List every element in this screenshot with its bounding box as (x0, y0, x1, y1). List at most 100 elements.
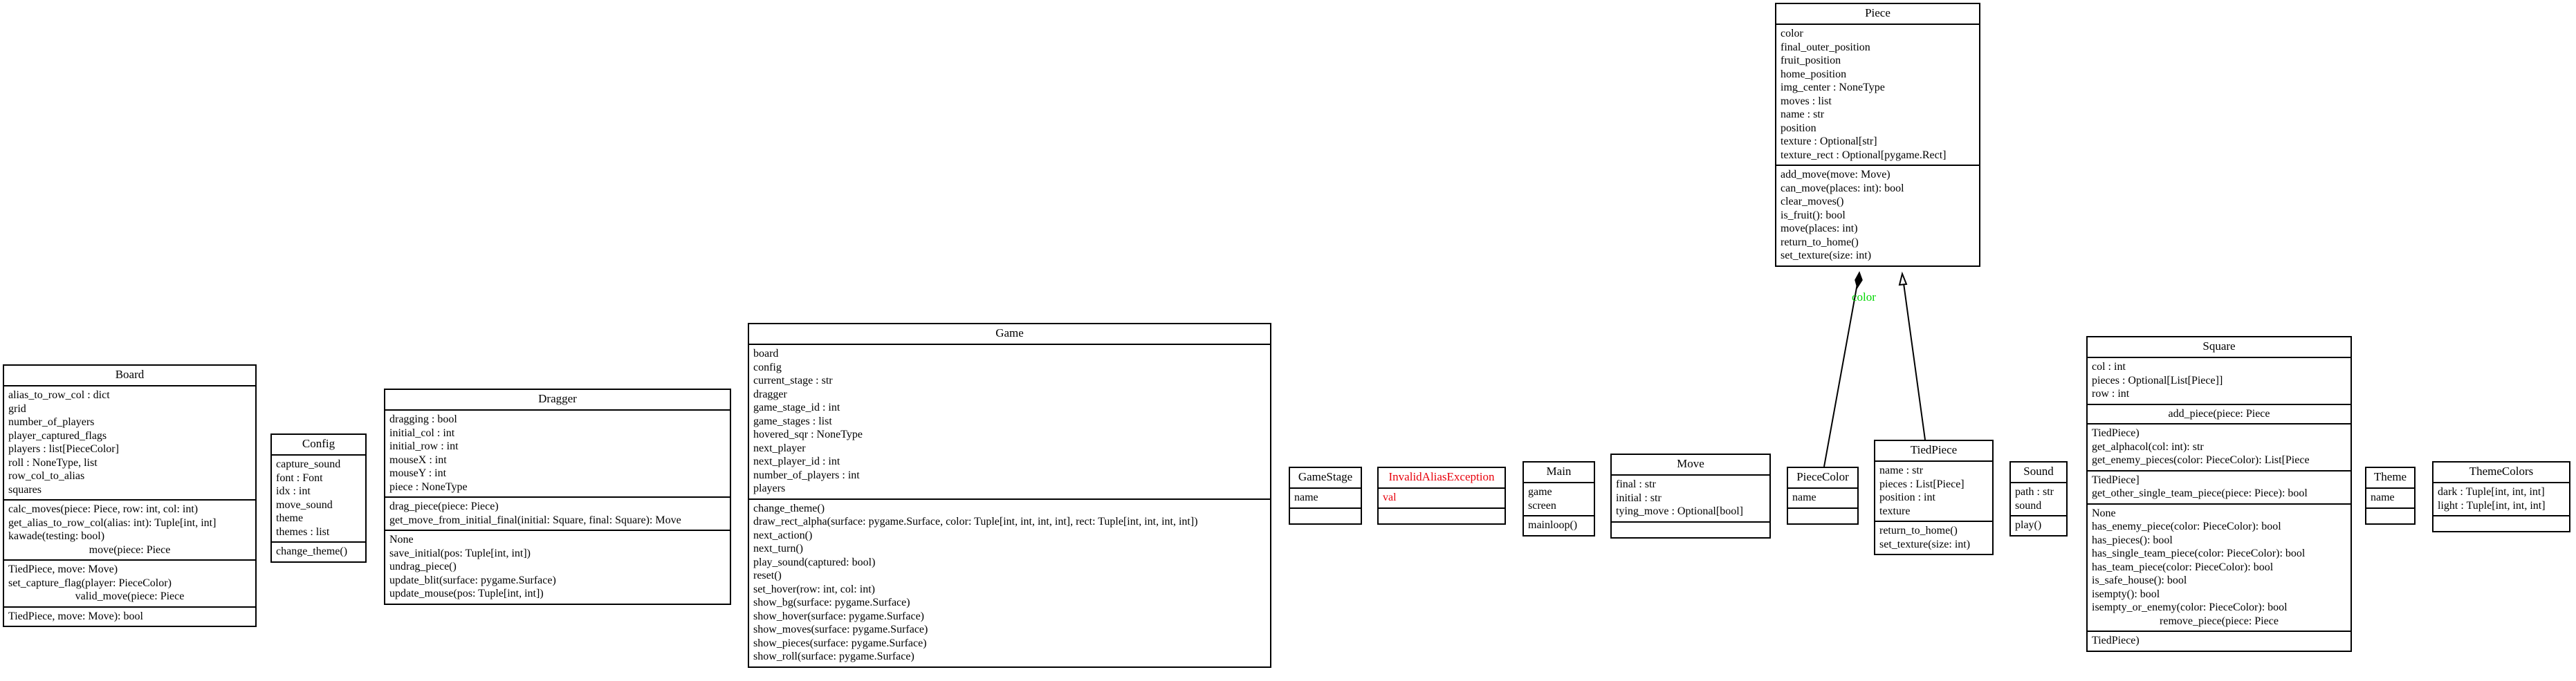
method: move(piece: Piece (89, 543, 171, 556)
method: None (389, 534, 414, 545)
class-attributes: board config current_stage : str dragger… (749, 345, 1270, 500)
attribute: game_stage_id : int (753, 402, 840, 413)
method: return_to_home() (1879, 525, 1958, 537)
method: remove_piece(piece: Piece (2160, 615, 2279, 627)
attribute: home_position (1781, 68, 1847, 80)
method: has_enemy_piece(color: PieceColor): bool (2092, 521, 2281, 532)
method: calc_moves(piece: Piece, row: int, col: … (8, 503, 199, 515)
attribute: moves : list (1781, 95, 1832, 107)
method: add_move(move: Move) (1781, 169, 1890, 180)
inheritance-arrowhead (1898, 271, 1908, 286)
class-methods: TiedPiece, move: Move) set_capture_flag(… (4, 561, 255, 608)
attribute: fruit_position (1781, 55, 1841, 66)
attribute: path : str (2015, 486, 2054, 498)
class-title: Board (4, 366, 255, 386)
class-attributes: dragging : bool initial_col : int initia… (385, 411, 730, 498)
class-methods: None save_initial(pos: Tuple[int, int]) … (385, 531, 730, 604)
method: add_piece(piece: Piece (2168, 407, 2270, 420)
class-square: Square col : int pieces : Optional[List[… (2086, 336, 2352, 652)
attribute: alias_to_row_col : dict (8, 389, 110, 401)
class-title: PieceColor (1788, 468, 1857, 489)
class-methods: TiedPiece] get_other_single_team_piece(p… (2088, 472, 2350, 505)
method: reset() (753, 570, 782, 581)
class-title: GameStage (1290, 468, 1361, 489)
method: next_turn() (753, 543, 803, 554)
attribute: final : str (1616, 478, 1656, 490)
class-move: Move final : str initial : str tying_mov… (1610, 454, 1771, 539)
method: draw_rect_alpha(surface: pygame.Surface,… (753, 516, 1198, 528)
class-game: Game board config current_stage : str dr… (748, 323, 1271, 668)
class-methods: drag_piece(piece: Piece) get_move_from_i… (385, 498, 730, 531)
method: has_pieces(): bool (2092, 534, 2173, 546)
method: get_move_from_initial_final(initial: Squ… (389, 514, 681, 526)
method: isempty(): bool (2092, 588, 2160, 600)
attribute: number_of_players : int (753, 469, 860, 481)
class-methods: add_piece(piece: Piece (2088, 405, 2350, 425)
class-theme: Theme name (2365, 467, 2416, 525)
attribute: theme (276, 512, 304, 524)
inheritance-edge-tiedpiece-piece (1898, 271, 1926, 440)
class-methods: return_to_home() set_texture(size: int) (1875, 522, 1992, 554)
attribute: mouseY : int (389, 467, 447, 479)
class-attributes: alias_to_row_col : dict grid number_of_p… (4, 386, 255, 501)
method: get_enemy_pieces(color: PieceColor): Lis… (2092, 454, 2310, 466)
attribute: pieces : Optional[List[Piece]] (2092, 374, 2223, 386)
attribute: sound (2015, 499, 2042, 512)
method: set_texture(size: int) (1879, 538, 1971, 550)
method: show_pieces(surface: pygame.Surface) (753, 637, 927, 649)
method: change_theme() (276, 545, 348, 557)
attribute: capture_sound (276, 458, 341, 470)
class-attributes: color final_outer_position fruit_positio… (1776, 25, 1979, 166)
class-tiedpiece: TiedPiece name : str pieces : List[Piece… (1874, 440, 1994, 555)
attribute: idx : int (276, 485, 311, 497)
attribute: row : int (2092, 388, 2130, 400)
class-attributes: col : int pieces : Optional[List[Piece]]… (2088, 358, 2350, 405)
class-piece: Piece color final_outer_position fruit_p… (1775, 3, 1980, 267)
attribute: texture : Optional[str] (1781, 136, 1877, 147)
attribute: color (1781, 28, 1803, 39)
attribute: tying_move : Optional[bool] (1616, 505, 1743, 517)
method: show_moves(surface: pygame.Surface) (753, 624, 928, 635)
class-themecolors: ThemeColors dark : Tuple[int, int, int] … (2432, 461, 2570, 532)
attribute: players (753, 483, 786, 494)
class-methods (2434, 516, 2569, 531)
method: None (2092, 507, 2116, 519)
method: set_capture_flag(player: PieceColor) (8, 577, 172, 589)
class-methods: change_theme() draw_rect_alpha(surface: … (749, 500, 1270, 666)
attribute: pieces : List[Piece] (1879, 478, 1965, 490)
class-title: Dragger (385, 390, 730, 411)
method: is_fruit(): bool (1781, 209, 1846, 221)
attribute: col : int (2092, 361, 2126, 373)
class-title: Game (749, 324, 1270, 345)
attribute: squares (8, 483, 42, 496)
attribute: light : Tuple[int, int, int] (2438, 499, 2546, 512)
method: play() (2015, 519, 2042, 531)
class-methods: change_theme() (272, 543, 365, 561)
method: TiedPiece, move: Move): bool (8, 610, 143, 622)
attribute: mouseX : int (389, 454, 447, 466)
class-methods: calc_moves(piece: Piece, row: int, col: … (4, 501, 255, 561)
attribute: roll : NoneType, list (8, 456, 98, 469)
class-attributes: game screen (1524, 483, 1594, 516)
attribute: dragging : bool (389, 413, 457, 425)
method: play_sound(captured: bool) (753, 556, 876, 568)
method: can_move(places: int): bool (1781, 182, 1904, 194)
attribute: themes : list (276, 525, 330, 538)
attribute: next_player_id : int (753, 456, 840, 467)
method: has_single_team_piece(color: PieceColor)… (2092, 548, 2306, 559)
method: undrag_piece() (389, 561, 457, 572)
class-methods (1290, 509, 1361, 523)
class-main: Main game screen mainloop() (1522, 461, 1595, 537)
method: update_blit(surface: pygame.Surface) (389, 574, 556, 586)
class-attributes: dark : Tuple[int, int, int] light : Tupl… (2434, 483, 2569, 516)
class-board: Board alias_to_row_col : dict grid numbe… (3, 364, 257, 627)
attribute: piece : NoneType (389, 481, 468, 493)
attribute: player_captured_flags (8, 429, 107, 442)
attribute: img_center : NoneType (1781, 82, 1885, 93)
method: show_hover(surface: pygame.Surface) (753, 610, 925, 622)
attribute: board (753, 348, 779, 360)
class-methods (1612, 523, 1769, 537)
attribute: number_of_players (8, 416, 95, 428)
class-sound: Sound path : str sound play() (2009, 461, 2068, 537)
method: show_bg(surface: pygame.Surface) (753, 597, 910, 608)
